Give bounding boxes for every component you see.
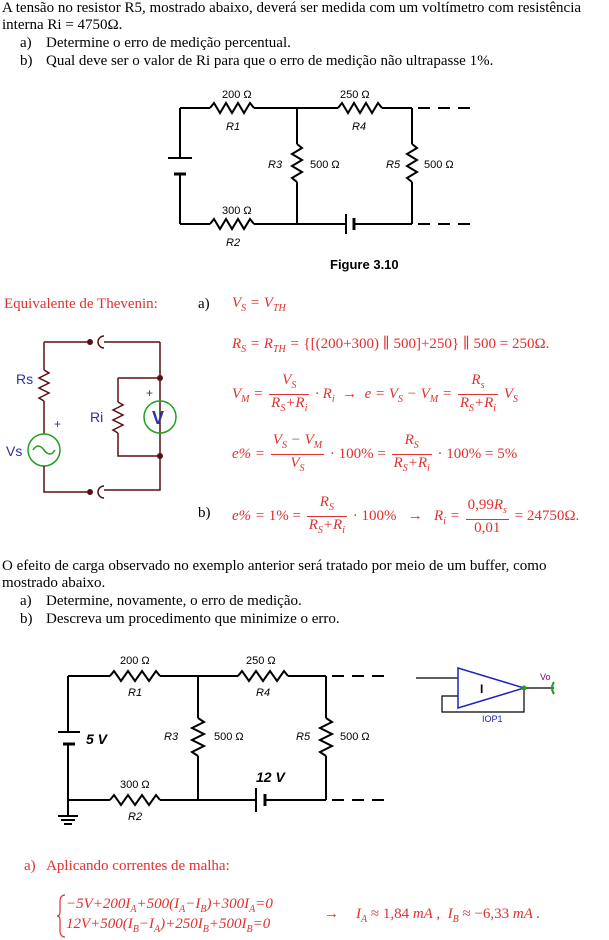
thevenin-circuit: Rs Ri Vs + + V (6, 335, 177, 499)
item-text: Determine o erro de medição percentual. (46, 35, 291, 51)
problem2-intro-line2: mostrado abaixo. (2, 575, 106, 591)
item-label: a) (20, 35, 32, 51)
fig2-r4-value: 250 Ω (246, 655, 276, 667)
item-label: b) (20, 611, 33, 627)
mesh-eq1: −5V+200IA+500(IA−IB)+300IA=0 (66, 896, 273, 915)
fig2-r2-name: R2 (128, 811, 142, 823)
fig1-r4-value: 250 Ω (340, 89, 370, 101)
opamp-buffer: I IOP1 Vo (416, 666, 555, 724)
fig1-r1-value: 200 Ω (222, 89, 252, 101)
problem1-item-a: a) Determine o erro de medição percentual… (20, 35, 291, 52)
fig1-r3-name: R3 (268, 159, 283, 171)
thevenin-plus-1: + (54, 417, 61, 431)
fig2-source-12v: 12 V (256, 769, 286, 785)
item-text: Determine, novamente, o erro de medição. (46, 593, 302, 609)
problem2-item-a: a) Determine, novamente, o erro de mediçã… (20, 593, 302, 610)
fig2-r3-value: 500 Ω (214, 731, 244, 743)
problem1-intro-line2: interna Ri = 4750Ω. (2, 17, 123, 33)
figure1-circuit: 200 Ω R1 250 Ω R4 R3 500 Ω R5 500 Ω 300 … (168, 89, 470, 272)
fig2-r1-value: 200 Ω (120, 655, 150, 667)
fig2-r2-value: 300 Ω (120, 779, 150, 791)
fig2-r5-value: 500 Ω (340, 731, 370, 743)
fig2-r1-name: R1 (128, 687, 142, 699)
thevenin-title: Equivalente de Thevenin: (4, 296, 158, 312)
opamp-name: IOP1 (482, 714, 503, 724)
item-label: b) (20, 53, 33, 69)
item-text: Descreva um procedimento que minimize o … (46, 611, 340, 627)
mesh-eq2: 12V+500(IB−IA)+250IB+500IB=0 (66, 916, 271, 935)
fig1-r2-value: 300 Ω (222, 205, 252, 217)
solution1-a-label: a) (198, 296, 210, 312)
fig1-r2-name: R2 (226, 237, 240, 249)
thevenin-ri: Ri (90, 409, 103, 425)
problem1-intro-line1: A tensão no resistor R5, mostrado abaixo… (2, 0, 582, 16)
solution2-heading: a) Aplicando correntes de malha: (24, 858, 230, 874)
eq-rs-rth: RS = RTH = {[(200+300) ∥ 500]+250} ∥ 500… (232, 336, 550, 355)
voltmeter-label: V (152, 408, 164, 428)
fig1-r5-name: R5 (386, 159, 401, 171)
fig1-r4-name: R4 (352, 121, 366, 133)
thevenin-rs: Rs (16, 371, 33, 387)
figure2-circuit: 200 Ω R1 250 Ω R4 R3 500 Ω R5 500 Ω 300 … (58, 655, 384, 825)
item-label: a) (20, 593, 32, 609)
fig1-r1-name: R1 (226, 121, 240, 133)
problem1-item-b: b) Qual deve ser o valor de Ri para que o… (20, 53, 493, 70)
fig1-caption: Figure 3.10 (330, 257, 399, 272)
opamp-out-label: Vo (540, 672, 551, 682)
problem2-item-b: b) Descreva um procedimento que minimize … (20, 611, 340, 628)
fig2-r4-name: R4 (256, 687, 270, 699)
fig1-r5-value: 500 Ω (424, 159, 454, 171)
equation-brace (56, 894, 66, 938)
problem2-intro-line1: O efeito de carga observado no exemplo a… (2, 558, 547, 574)
thevenin-plus-2: + (146, 386, 153, 400)
fig2-source-5v: 5 V (86, 731, 109, 747)
solution1-b-label: b) (198, 505, 211, 521)
fig2-r3-name: R3 (164, 731, 179, 743)
mesh-result: IA ≈ 1,84 mA , IB ≈ −6,33 mA . (356, 906, 541, 925)
opamp-label: I (480, 682, 483, 696)
eq-vs-vth: VS = VTH (232, 295, 286, 314)
fig1-r3-value: 500 Ω (310, 159, 340, 171)
thevenin-vs: Vs (6, 443, 22, 459)
item-text: Qual deve ser o valor de Ri para que o e… (46, 53, 494, 69)
fig2-r5-name: R5 (296, 731, 311, 743)
mesh-arrow: → (324, 906, 339, 922)
